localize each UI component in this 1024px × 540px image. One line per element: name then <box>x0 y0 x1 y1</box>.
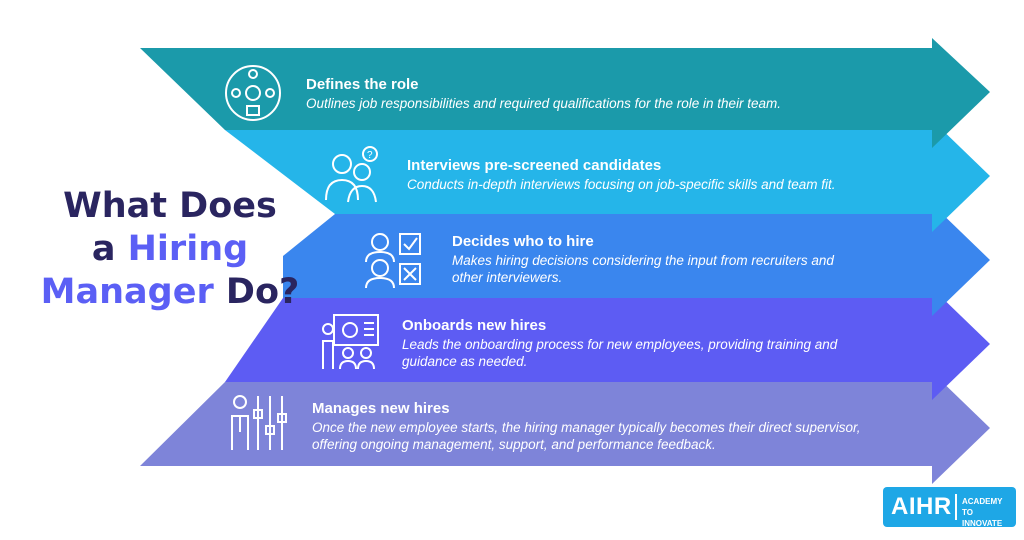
step-desc-line: guidance as needed. <box>402 354 528 369</box>
logo-tagline: ACADEMY TO INNOVATE HR <box>962 497 1003 539</box>
step-interviews: Interviews pre-screened candidates Condu… <box>407 156 927 193</box>
step-desc-line: offering ongoing management, support, an… <box>312 437 716 452</box>
title-accent-hiring: Hiring <box>127 229 249 269</box>
step-title: Defines the role <box>306 76 419 93</box>
step-title: Interviews pre-screened candidates <box>407 157 662 174</box>
step-defines-role: Defines the role Outlines job responsibi… <box>306 75 906 112</box>
step-desc-line: Outlines job responsibilities and requir… <box>306 96 782 111</box>
step-desc-line: other interviewers. <box>452 270 563 285</box>
step-decides: Decides who to hire Makes hiring decisio… <box>452 232 922 286</box>
title-accent-manager: Manager <box>40 272 214 312</box>
title-line-2: a Hiring <box>91 229 249 269</box>
band-onboards <box>225 288 990 400</box>
logo-brand: AIHR <box>891 493 952 520</box>
logo-divider <box>955 494 957 520</box>
step-onboards: Onboards new hires Leads the onboarding … <box>402 316 922 370</box>
page-title: What Does a Hiring Manager Do? <box>40 185 300 314</box>
svg-text:?: ? <box>367 150 373 161</box>
target-people-icon <box>225 65 281 121</box>
band-manages <box>140 372 990 484</box>
interview-icon: ? <box>325 146 378 203</box>
title-line-1: What Does <box>63 186 277 226</box>
presentation-icon <box>322 314 379 370</box>
step-title: Onboards new hires <box>402 317 547 334</box>
step-desc-line: Makes hiring decisions considering the i… <box>452 253 834 268</box>
manager-controls-icon <box>231 395 287 450</box>
band-defines <box>140 38 990 148</box>
step-title: Decides who to hire <box>452 233 594 250</box>
decision-checklist-icon <box>365 233 421 289</box>
step-title: Manages new hires <box>312 400 450 417</box>
step-desc-line: Once the new employee starts, the hiring… <box>312 420 861 435</box>
aihr-logo: AIHR ACADEMY TO INNOVATE HR <box>883 487 1016 539</box>
band-interviews <box>225 120 990 232</box>
step-manages: Manages new hires Once the new employee … <box>312 399 927 453</box>
band-decides <box>283 204 990 316</box>
step-desc-line: Conducts in-depth interviews focusing on… <box>407 177 836 192</box>
step-desc-line: Leads the onboarding process for new emp… <box>402 337 838 352</box>
title-line-3: Manager Do? <box>40 272 300 312</box>
